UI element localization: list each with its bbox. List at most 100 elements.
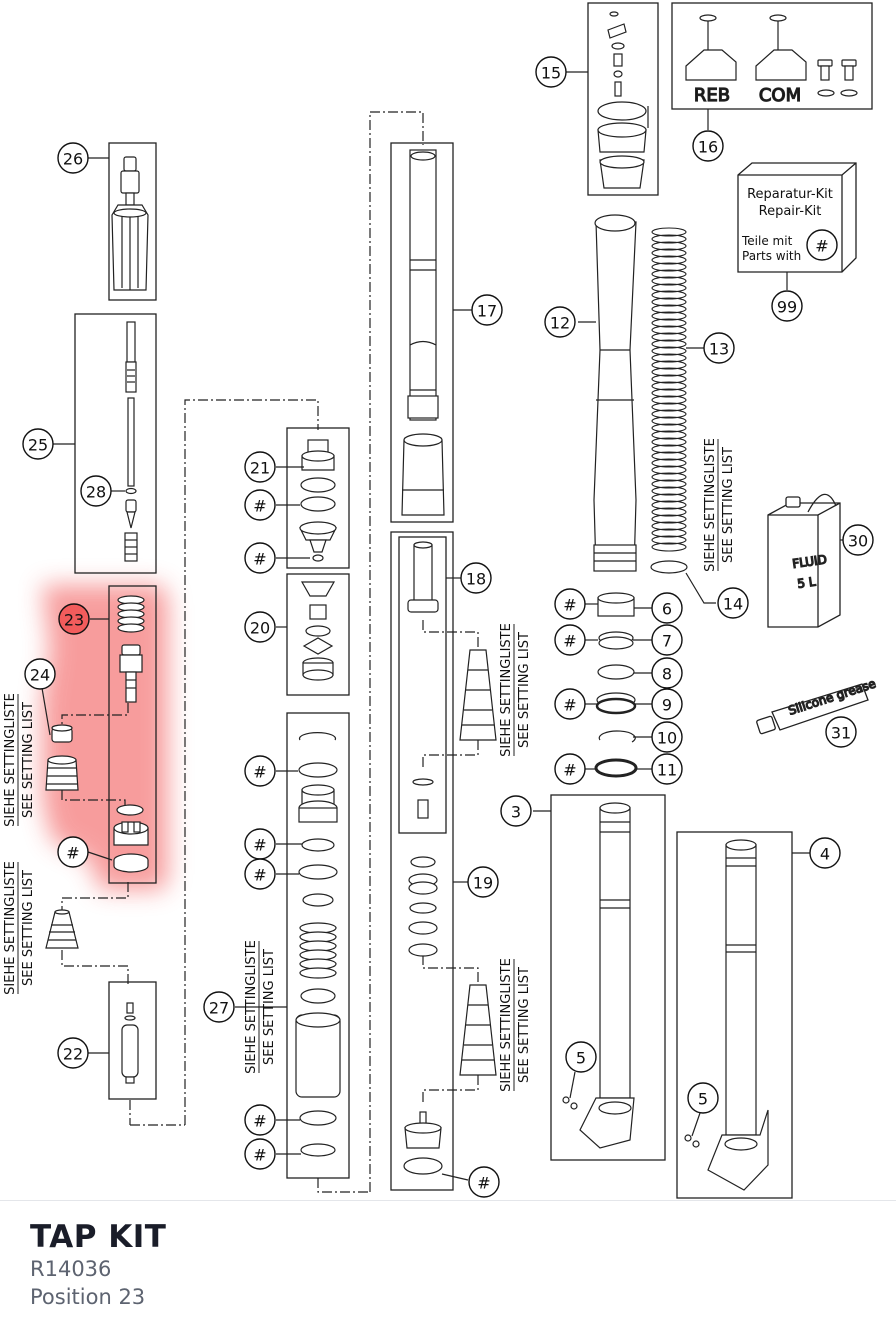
svg-text:22: 22 (63, 1045, 83, 1064)
part-4-drawing (684, 839, 769, 1191)
svg-text:11: 11 (657, 761, 677, 780)
svg-text:99: 99 (777, 298, 797, 317)
svg-text:27: 27 (209, 999, 229, 1018)
callout-4: 4 (809, 837, 841, 869)
callout-30: 30 (842, 524, 874, 556)
callout-hash-20: # (468, 1166, 500, 1198)
svg-text:5: 5 (576, 1049, 586, 1068)
repair-kit-line2: Repair-Kit (759, 204, 822, 219)
callout-13: 13 (703, 332, 735, 364)
callout-hash-34: # (554, 753, 586, 785)
callout-hash-14: # (244, 858, 276, 890)
svg-text:17: 17 (477, 302, 497, 321)
setting-note-pos22: SIEHE SETTINGLISTE SEE SETTING LIST (3, 861, 36, 995)
callout-hash-16: # (244, 1138, 276, 1170)
callout-8: 8 (651, 657, 683, 689)
callout-5: 5 (687, 1082, 719, 1114)
callout-28: 28 (80, 475, 112, 507)
part-31-grease-tube: Silicone grease (756, 676, 878, 735)
svg-text:10: 10 (657, 729, 677, 748)
callout-19: 19 (467, 866, 499, 898)
part-13-spring (651, 227, 687, 552)
svg-text:7: 7 (662, 632, 672, 651)
callout-hash-28: # (554, 624, 586, 656)
callout-23: 23 (58, 603, 90, 635)
svg-text:SEE SETTING LIST: SEE SETTING LIST (517, 632, 532, 748)
svg-text:21: 21 (250, 459, 270, 478)
part-27-drawing (295, 732, 341, 1157)
svg-text:13: 13 (709, 340, 729, 359)
part-19-drawing (403, 856, 497, 1175)
part-30-fluid-can: FLUID 5 L (767, 493, 841, 628)
product-position: Position 23 (30, 1285, 146, 1309)
callout-3: 3 (500, 795, 532, 827)
callout-10: 10 (651, 721, 683, 753)
svg-text:18: 18 (466, 570, 486, 589)
svg-text:#: # (253, 1112, 266, 1131)
svg-text:12: 12 (550, 314, 570, 333)
svg-text:16: 16 (698, 138, 718, 157)
footer-panel: TAP KIT R14036 Position 23 (0, 1200, 896, 1336)
setting-note-pos18: SIEHE SETTINGLISTE SEE SETTING LIST (499, 623, 532, 757)
svg-text:26: 26 (63, 150, 83, 169)
svg-text:SIEHE SETTINGLISTE: SIEHE SETTINGLISTE (499, 623, 514, 757)
callout-6: 6 (651, 592, 683, 624)
callout-26: 26 (57, 142, 89, 174)
setting-note-pos27: SIEHE SETTINGLISTE SEE SETTING LIST (244, 940, 277, 1074)
part-20-drawing (300, 581, 336, 681)
callout-25: 25 (22, 428, 54, 460)
svg-text:9: 9 (662, 696, 672, 715)
com-label: COM (759, 85, 801, 106)
callout-5: 5 (565, 1041, 597, 1073)
callout-18: 18 (460, 562, 492, 594)
svg-text:#: # (253, 763, 266, 782)
part-21-drawing (299, 439, 337, 562)
svg-text:SIEHE SETTINGLISTE: SIEHE SETTINGLISTE (244, 940, 259, 1074)
svg-text:#: # (253, 836, 266, 855)
svg-text:5: 5 (698, 1090, 708, 1109)
svg-text:8: 8 (662, 665, 672, 684)
svg-text:20: 20 (250, 619, 270, 638)
callout-hash-9: # (244, 489, 276, 521)
part-23-drawing (113, 595, 149, 873)
svg-text:#: # (66, 844, 79, 863)
part-22-drawing (121, 1002, 139, 1084)
callout-14: 14 (717, 587, 749, 619)
reb-label: REB (694, 85, 730, 106)
callout-hash-12: # (244, 755, 276, 787)
svg-text:SEE SETTING LIST: SEE SETTING LIST (21, 870, 36, 986)
callout-20: 20 (244, 611, 276, 643)
svg-text:#: # (253, 550, 266, 569)
setting-note-pos24: SIEHE SETTINGLISTE SEE SETTING LIST (3, 693, 36, 827)
part-24-drawing (45, 724, 79, 791)
fluid-can-label: FLUID (791, 552, 827, 571)
callout-7: 7 (651, 624, 683, 656)
leader-lines (41, 71, 843, 1181)
svg-text:#: # (815, 237, 828, 256)
repair-kit-line3: Teile mit (741, 234, 793, 248)
svg-text:#: # (563, 632, 576, 651)
callout-hash-15: # (244, 1104, 276, 1136)
repair-kit-box: Reparatur-Kit Repair-Kit Teile mit Parts… (737, 162, 857, 273)
shim-stack-drawing (45, 909, 79, 949)
setting-note-pos13: SIEHE SETTINGLISTE SEE SETTING LIST (703, 438, 736, 572)
svg-text:#: # (563, 696, 576, 715)
part-16-drawing: REB COM (685, 14, 858, 107)
part-25-drawing (124, 321, 138, 562)
svg-text:#: # (563, 761, 576, 780)
part-12-drawing (593, 214, 637, 572)
svg-text:SEE SETTING LIST: SEE SETTING LIST (262, 949, 277, 1065)
callout-hash-31: # (554, 688, 586, 720)
callout-31: 31 (825, 716, 857, 748)
svg-text:24: 24 (30, 666, 50, 685)
svg-text:15: 15 (541, 64, 561, 83)
svg-text:SIEHE SETTINGLISTE: SIEHE SETTINGLISTE (703, 438, 718, 572)
svg-text:SIEHE SETTINGLISTE: SIEHE SETTINGLISTE (499, 958, 514, 1092)
part-17-drawing (401, 149, 445, 516)
svg-text:SEE SETTING LIST: SEE SETTING LIST (21, 702, 36, 818)
product-title: TAP KIT (30, 1219, 167, 1255)
svg-text:23: 23 (64, 611, 84, 630)
callout-12: 12 (544, 306, 576, 338)
repair-kit-line1: Reparatur-Kit (747, 187, 833, 202)
svg-text:3: 3 (511, 803, 521, 822)
